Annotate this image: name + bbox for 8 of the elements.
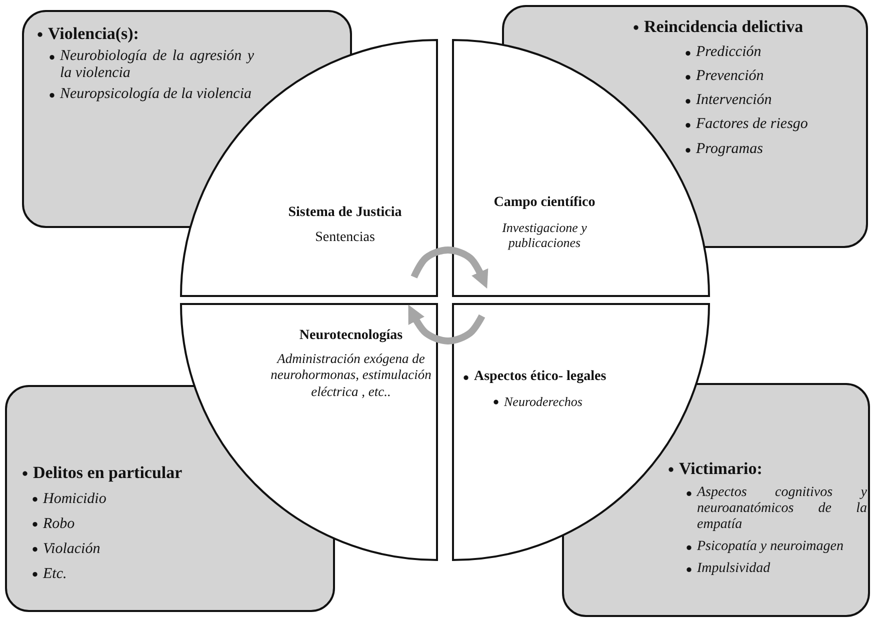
list-item: Administración exógena de neurohormonas, estimulación eléctrica , etc.. bbox=[270, 350, 432, 402]
list-item: Investigacione y publicaciones bbox=[501, 220, 588, 251]
list-item: Sentencias bbox=[314, 230, 376, 247]
heading: Sistema de Justicia bbox=[287, 205, 403, 222]
heading: Campo científico bbox=[492, 195, 596, 212]
heading: Neurotecnologías bbox=[298, 327, 404, 344]
list-item: Aspectos cognitivos y neuroanatómicos de la empatía bbox=[685, 484, 867, 533]
list-item: Neuropsicología de la violencia bbox=[48, 86, 254, 104]
